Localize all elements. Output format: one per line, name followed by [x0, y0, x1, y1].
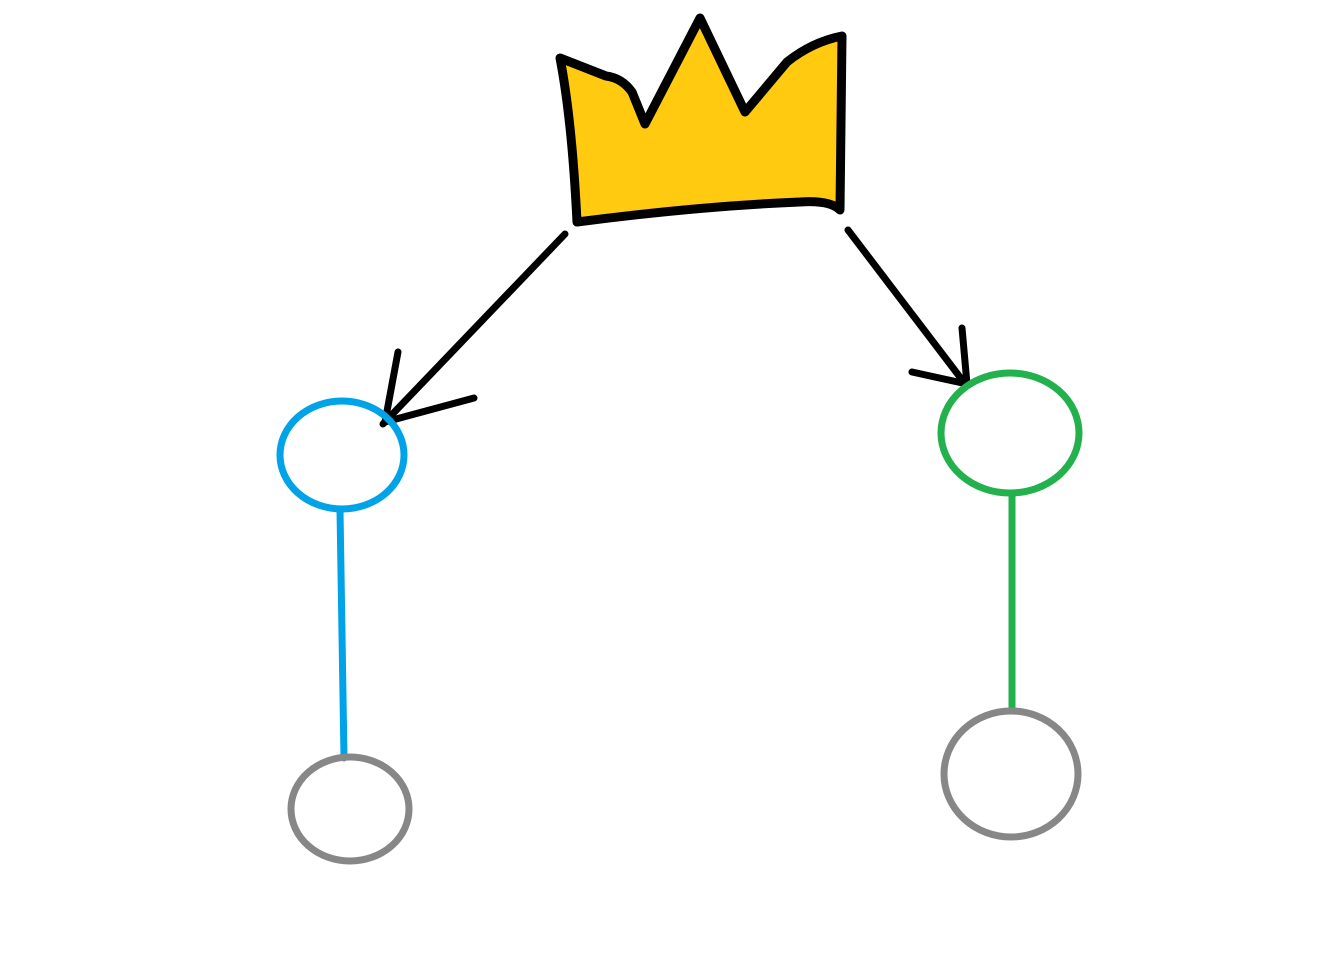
- arrow-to-left-node: [379, 230, 569, 428]
- left-branch: [276, 397, 413, 865]
- right-branch: [937, 369, 1083, 841]
- right-bottom-node: [940, 707, 1082, 841]
- right-top-node: [937, 369, 1083, 497]
- left-top-node: [276, 397, 408, 513]
- arrow-to-right-node: [844, 226, 971, 389]
- left-connector-line: [336, 506, 348, 762]
- arrow-shaft-left: [379, 230, 569, 428]
- arrow-head-left: [381, 348, 478, 426]
- arrow-shaft-right: [844, 226, 970, 389]
- crown-icon: [555, 13, 847, 227]
- left-bottom-node: [287, 753, 413, 865]
